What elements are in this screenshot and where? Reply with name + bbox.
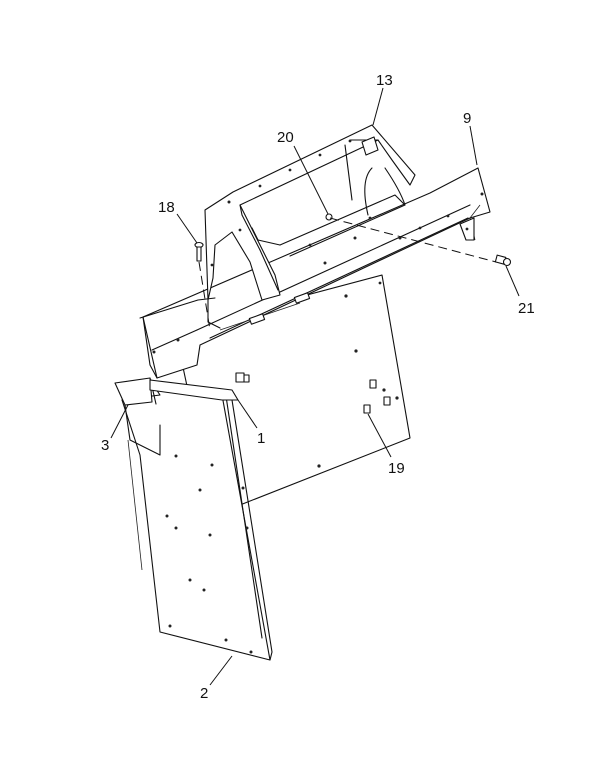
callout-3: 3: [101, 437, 109, 454]
angle-strip: [149, 372, 245, 401]
screw-21: [329, 217, 512, 267]
bolt-18: [194, 241, 211, 331]
callout-19: 19: [388, 460, 405, 477]
callout-20: 20: [277, 129, 294, 146]
leader-lines: [110, 87, 520, 686]
callout-13: 13: [376, 72, 393, 89]
top-bracket: [204, 124, 416, 329]
callout-21: 21: [518, 300, 535, 317]
callout-1: 1: [257, 430, 265, 447]
callout-18: 18: [158, 199, 175, 216]
upper-channel: [139, 167, 491, 379]
screw-20: [325, 213, 333, 221]
corner-bracket: [114, 377, 161, 456]
callout-2: 2: [200, 685, 208, 702]
callout-labels: 13 9 20 18 21 1 3 19 2: [101, 72, 535, 702]
callout-9: 9: [463, 110, 471, 127]
